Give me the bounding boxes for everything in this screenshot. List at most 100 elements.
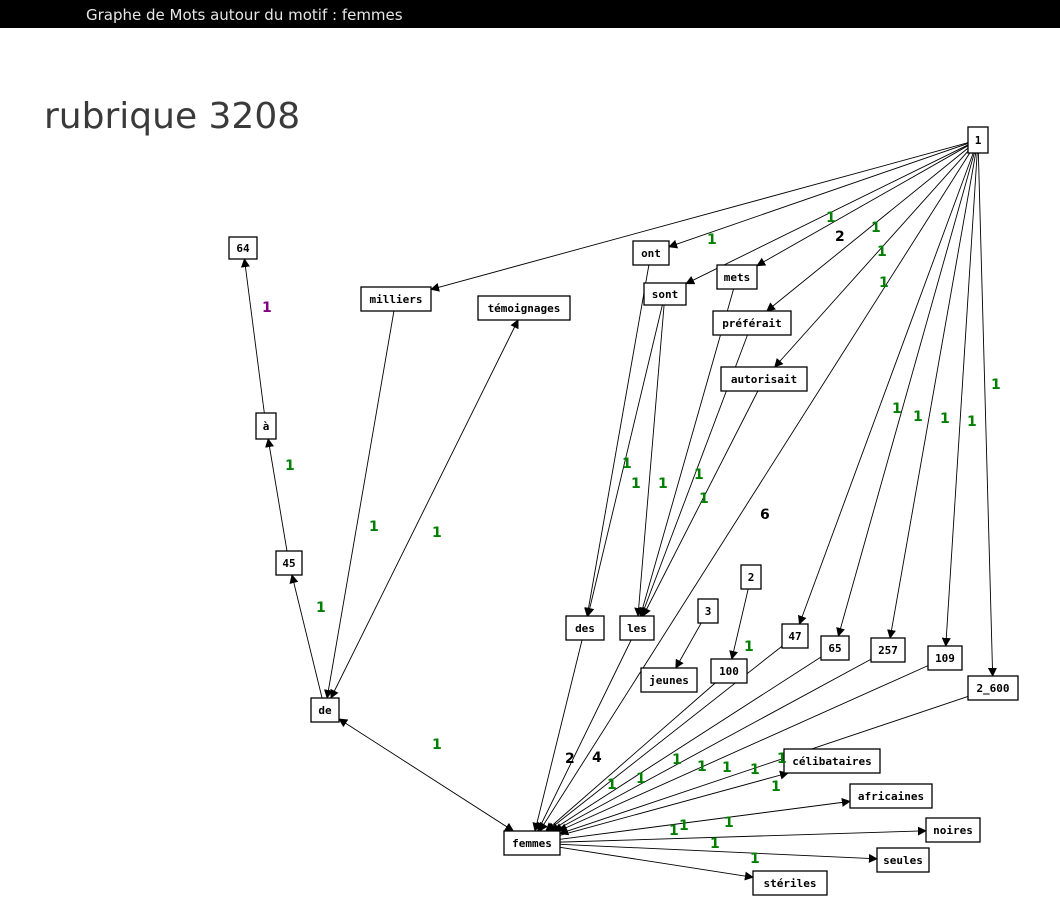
node-box	[565, 615, 605, 641]
node-steriles[interactable]: stériles	[752, 870, 828, 896]
edge-n1-autorisait	[774, 150, 969, 368]
edge-weight-label: 1	[631, 476, 641, 492]
node-n1[interactable]: 1	[967, 126, 989, 154]
edge-weight-label: 1	[285, 458, 295, 474]
edge-femmes-seules	[559, 843, 878, 863]
edge-weight-label: 1	[369, 519, 379, 535]
node-africaines[interactable]: africaines	[849, 783, 933, 809]
edge-femmes-steriles	[559, 846, 754, 881]
edge-n1-n47	[798, 152, 974, 625]
edge-femmes-noires	[559, 826, 927, 843]
edge-weight-label: 1	[877, 244, 887, 260]
node-autorisait[interactable]: autorisait	[720, 366, 808, 392]
edge-n1-milliers	[430, 142, 969, 292]
node-n47[interactable]: 47	[781, 623, 809, 649]
node-box	[632, 240, 670, 266]
node-n65[interactable]: 65	[820, 635, 850, 661]
edge-autorisait-les	[642, 390, 759, 617]
node-jeunes[interactable]: jeunes	[640, 667, 698, 693]
edge-n109-femmes	[557, 665, 929, 832]
node-ont[interactable]: ont	[632, 240, 670, 266]
node-n257[interactable]: 257	[870, 637, 906, 663]
node-label: africaines	[858, 790, 924, 803]
edge-weight-label: 1	[913, 409, 923, 425]
edge-weight-label: 1	[991, 377, 1001, 393]
node-box	[643, 282, 687, 306]
node-noires[interactable]: noires	[925, 817, 981, 843]
node-label: femmes	[512, 837, 552, 850]
edge-weight-label: 4	[592, 750, 602, 766]
edge-n1-n109	[941, 152, 978, 647]
edge-weight-label: 1	[771, 779, 781, 795]
edge-weight-label: 1	[777, 751, 787, 767]
node-box	[849, 783, 933, 809]
node-n45[interactable]: 45	[275, 550, 303, 576]
edge-de-n45	[289, 574, 323, 699]
edge-weight-label: 1	[262, 300, 272, 316]
edge-milliers-de	[324, 310, 395, 699]
node-temoignages[interactable]: témoignages	[477, 295, 571, 321]
node-label: autorisait	[731, 373, 797, 386]
node-n100[interactable]: 100	[710, 658, 748, 684]
edge-weight-label: 1	[679, 818, 689, 834]
node-label: 65	[828, 642, 841, 655]
node-n109[interactable]: 109	[927, 645, 963, 671]
window-title: Graphe de Mots autour du motif : femmes	[86, 6, 403, 24]
node-label: 47	[788, 630, 801, 643]
node-seules[interactable]: seules	[876, 847, 930, 873]
edge-a-n64	[240, 258, 265, 414]
edge-n1-mets	[756, 145, 969, 267]
node-box	[310, 697, 340, 723]
node-de[interactable]: de	[310, 697, 340, 723]
node-femmes[interactable]: femmes	[503, 830, 561, 856]
node-box	[228, 236, 258, 260]
node-box	[712, 310, 792, 336]
node-des[interactable]: des	[565, 615, 605, 641]
edge-weight-label: 1	[316, 600, 326, 616]
node-label: 100	[719, 665, 739, 678]
node-label: célibataires	[792, 755, 871, 768]
edge-weight-label: 2	[565, 751, 575, 767]
node-label: 1	[975, 134, 982, 147]
node-n64[interactable]: 64	[228, 236, 258, 260]
node-label: à	[263, 420, 270, 433]
edge-weight-label: 1	[707, 232, 717, 248]
edge-weight-label: 1	[750, 762, 760, 778]
node-n3[interactable]: 3	[697, 598, 719, 624]
edge-n1-femmes	[539, 152, 971, 832]
window-title-bar: Graphe de Mots autour du motif : femmes	[0, 0, 1060, 28]
edge-n1-n2600	[977, 152, 997, 677]
node-label: 2_600	[976, 682, 1009, 695]
node-label: des	[575, 622, 595, 635]
node-celibataires[interactable]: célibataires	[783, 748, 881, 774]
node-milliers[interactable]: milliers	[360, 286, 432, 312]
node-label: seules	[883, 854, 923, 867]
node-label: 257	[878, 644, 898, 657]
node-preferait[interactable]: préférait	[712, 310, 792, 336]
node-box	[716, 264, 758, 290]
edge-n1-sont	[685, 144, 969, 285]
edge-weight-label: 1	[879, 275, 889, 291]
edge-n1-preferait	[766, 147, 969, 312]
edge-weight-label: 1	[892, 401, 902, 417]
node-mets[interactable]: mets	[716, 264, 758, 290]
node-label: témoignages	[488, 302, 561, 315]
node-sont[interactable]: sont	[643, 282, 687, 306]
node-a[interactable]: à	[255, 412, 277, 440]
edge-weight-label: 1	[871, 220, 881, 236]
edge-n65-femmes	[549, 656, 822, 832]
node-label: jeunes	[649, 674, 689, 687]
node-n2600[interactable]: 2_600	[967, 675, 1019, 701]
node-n2[interactable]: 2	[740, 564, 762, 590]
node-label: les	[627, 622, 647, 635]
node-label: noires	[933, 824, 973, 837]
edge-sont-les	[634, 304, 665, 617]
edge-weight-label: 1	[699, 491, 709, 507]
edge-weight-label: 1	[432, 525, 442, 541]
edge-weight-label: 1	[672, 752, 682, 768]
edge-n1-n65	[836, 152, 975, 637]
edge-n1-ont	[668, 143, 969, 249]
node-label: 2	[748, 571, 755, 584]
node-les[interactable]: les	[619, 615, 655, 641]
